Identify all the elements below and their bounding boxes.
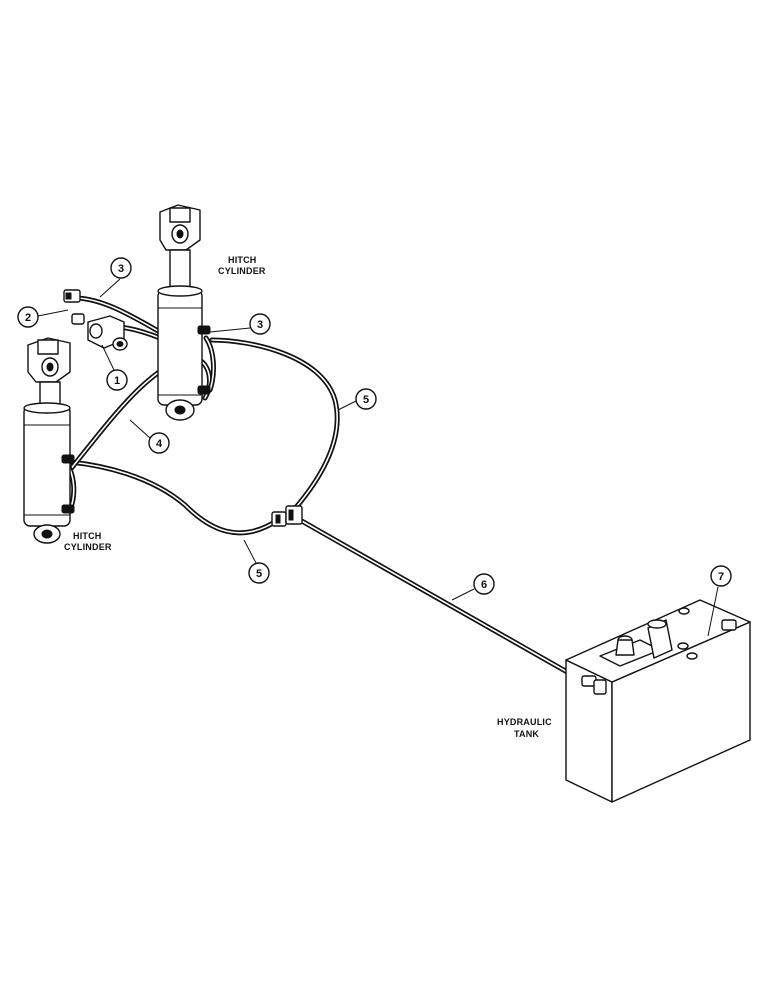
callout-3-right <box>249 313 271 335</box>
hose-5-upper <box>209 337 340 515</box>
label-hitch-left-line2: CYLINDER <box>64 542 112 552</box>
fitting-2 <box>63 289 85 325</box>
callout-7 <box>710 565 732 587</box>
label-hitch-left-line1: HITCH <box>73 531 102 541</box>
callout-5-lower-num: 5 <box>256 568 262 580</box>
callout-1-num: 1 <box>114 375 120 387</box>
callout-5-upper <box>355 388 377 410</box>
tee-fitting <box>271 505 303 527</box>
callout-1 <box>106 369 128 391</box>
callout-5-lower <box>248 562 270 584</box>
label-hitch-cylinder-left: HITCH CYLINDER <box>64 531 112 552</box>
fitting-1 <box>87 315 128 351</box>
callout-2-num: 2 <box>25 312 31 324</box>
label-tank-line2: TANK <box>514 729 539 739</box>
label-hitch-right-line2: CYLINDER <box>218 266 266 276</box>
callout-7-num: 7 <box>718 571 724 583</box>
label-tank-line1: HYDRAULIC <box>497 717 552 727</box>
label-hitch-right-line1: HITCH <box>228 255 257 265</box>
label-hitch-cylinder-right: HITCH CYLINDER <box>218 255 266 276</box>
hydraulic-tank <box>565 599 751 803</box>
hitch-cylinder-left <box>23 337 75 544</box>
callout-3-top <box>110 257 132 279</box>
callout-3-top-num: 3 <box>118 263 124 275</box>
callout-2 <box>17 306 39 328</box>
callouts: 3 2 1 3 4 5 5 6 7 <box>17 257 732 637</box>
hitch-cylinder-right <box>157 204 211 421</box>
callout-4-num: 4 <box>156 438 163 450</box>
callout-4 <box>148 432 170 454</box>
callout-5-upper-num: 5 <box>363 394 369 406</box>
callout-3-right-num: 3 <box>257 319 263 331</box>
callout-6 <box>473 573 495 595</box>
callout-6-num: 6 <box>481 579 487 591</box>
label-hydraulic-tank: HYDRAULIC TANK <box>497 717 552 739</box>
